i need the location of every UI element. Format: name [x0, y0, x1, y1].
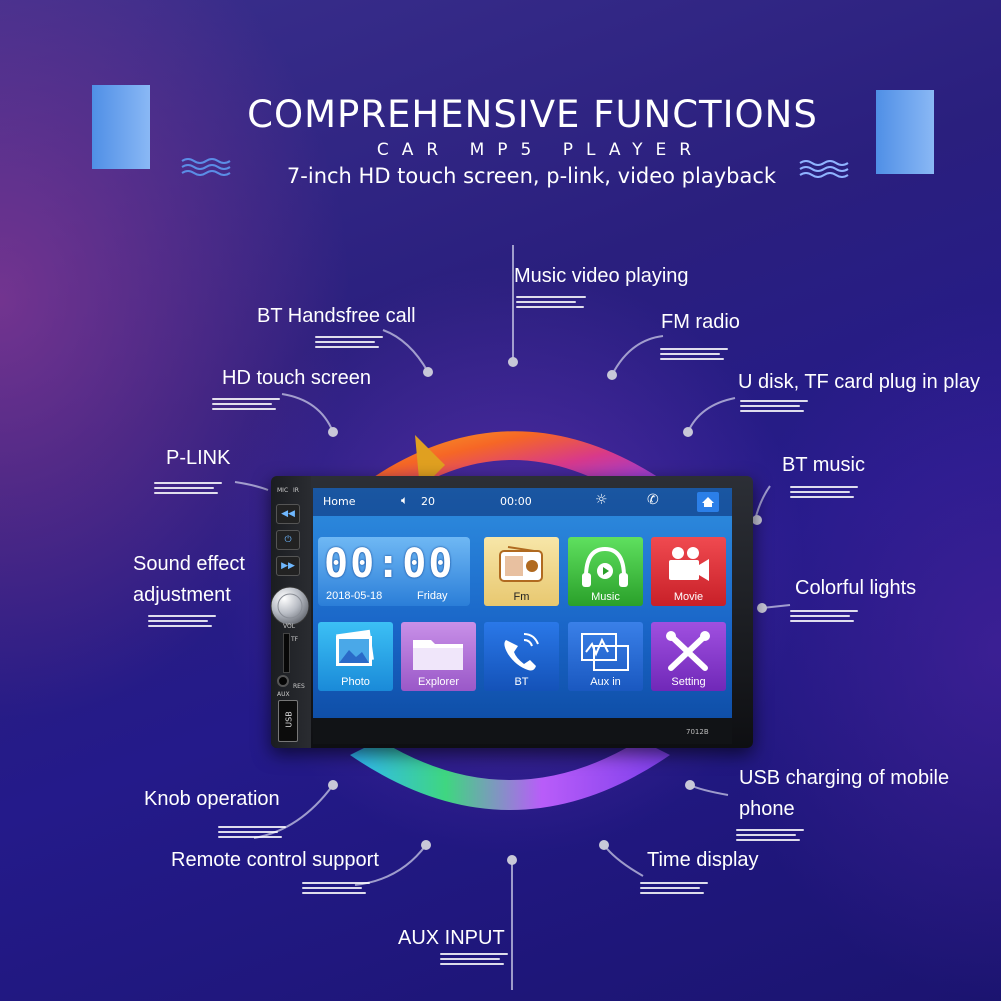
home-icon[interactable] — [697, 492, 719, 512]
aux-label: AUX — [277, 691, 290, 698]
feature-bt-music: BT music — [782, 454, 865, 476]
tf-slot[interactable] — [283, 633, 290, 673]
status-time: 00:00 — [500, 495, 532, 508]
feature-sound-effect-line2: adjustment — [133, 584, 231, 606]
feature-bt-music-detail — [790, 486, 858, 498]
camera-icon — [669, 547, 709, 581]
radio-icon — [499, 546, 543, 582]
headphones-icon — [582, 546, 628, 587]
left-wave-icon — [181, 158, 231, 176]
tile-bt[interactable]: BT — [484, 622, 559, 691]
bt-phone-icon — [504, 633, 539, 671]
feature-plink: P-LINK — [166, 447, 231, 469]
tile-movie-label: Movie — [673, 591, 704, 603]
mic-label: MIC — [277, 487, 289, 494]
tile-photo[interactable]: Photo — [318, 622, 393, 691]
tile-movie[interactable]: Movie — [651, 537, 726, 606]
feature-aux-input-detail — [440, 953, 508, 965]
clock-time: 00:00 — [324, 541, 455, 587]
feature-knob-detail — [218, 826, 286, 838]
page-title: COMPREHENSIVE FUNCTIONS — [247, 93, 818, 136]
feature-usb-charging-line1: USB charging of mobile — [739, 767, 950, 789]
left-deco-block — [92, 85, 150, 169]
right-wave-icon — [799, 160, 849, 178]
tile-music[interactable]: Music — [568, 537, 643, 606]
usb-label: USB — [284, 711, 294, 728]
feature-fm-radio-detail — [660, 348, 728, 360]
right-deco-block — [876, 90, 934, 174]
volume-knob-icon[interactable] — [269, 585, 311, 627]
page-subtitle: CAR MP5 PLAYER — [376, 140, 705, 160]
wrench-icon — [666, 631, 710, 671]
tile-photo-label: Photo — [341, 676, 370, 688]
tile-fm[interactable]: Fm — [484, 537, 559, 606]
feature-usb-charging-line2: phone — [739, 798, 795, 820]
feature-remote-detail — [302, 882, 370, 894]
feature-usb-charging-detail — [736, 829, 804, 841]
feature-udisk: U disk, TF card plug in play — [738, 371, 980, 393]
feature-music-video: Music video playing — [514, 265, 689, 287]
screen-bezel-bottom — [313, 718, 732, 744]
tile-explorer-label: Explorer — [418, 676, 459, 688]
feature-hd-touch-detail — [212, 398, 280, 410]
model-number: 7012B — [686, 728, 709, 736]
tile-explorer[interactable]: Explorer — [401, 622, 476, 691]
prev-track-button[interactable]: ◀◀ — [276, 504, 300, 524]
feature-colorful-lights: Colorful lights — [795, 577, 917, 599]
feature-hd-touch: HD touch screen — [222, 367, 371, 389]
volume-icon: 🔈︎ — [401, 493, 409, 507]
usb-port[interactable]: USB — [278, 700, 298, 742]
clock-day: Friday — [417, 590, 448, 602]
feature-knob: Knob operation — [144, 788, 280, 810]
phone-icon[interactable]: ✆ — [647, 492, 659, 508]
tile-setting[interactable]: Setting — [651, 622, 726, 691]
volume-level: 20 — [421, 495, 435, 508]
feature-plink-detail — [154, 482, 222, 494]
vol-label: VOL — [283, 623, 296, 630]
tile-fm-label: Fm — [513, 591, 530, 603]
aux-jack[interactable] — [277, 675, 289, 687]
photo-icon — [336, 629, 374, 666]
feature-fm-radio: FM radio — [661, 311, 740, 333]
tile-aux-in[interactable]: Aux in — [568, 622, 643, 691]
aux-icon — [581, 633, 629, 671]
status-bar: Home 🔈︎ 20 00:00 ☼ ✆ — [313, 488, 732, 516]
next-track-button[interactable]: ▶▶ — [276, 556, 300, 576]
home-label[interactable]: Home — [323, 495, 356, 508]
feature-sound-effect-line1: Sound effect — [133, 553, 245, 575]
tf-label: TF — [291, 636, 299, 643]
feature-remote: Remote control support — [171, 849, 379, 871]
clock-date: 2018-05-18 — [326, 590, 383, 602]
page-tagline: 7-inch HD touch screen, p-link, video pl… — [286, 164, 777, 188]
feature-time-display: Time display — [647, 849, 759, 871]
feature-sound-effect-detail — [148, 615, 216, 627]
res-label: RES — [293, 683, 305, 690]
power-mode-button[interactable]: ⏻ — [276, 530, 300, 550]
tile-bt-label: BT — [514, 676, 529, 688]
ir-label: IR — [293, 487, 299, 494]
feature-aux-input: AUX INPUT — [398, 927, 505, 949]
tile-aux-in-label: Aux in — [590, 676, 621, 688]
feature-music-video-detail — [516, 296, 586, 308]
feature-bt-handsfree-detail — [315, 336, 383, 348]
feature-time-display-detail — [640, 882, 708, 894]
tile-setting-label: Setting — [671, 676, 706, 688]
feature-udisk-detail — [740, 400, 808, 412]
feature-bt-handsfree: BT Handsfree call — [257, 305, 416, 327]
feature-colorful-lights-detail — [790, 610, 858, 622]
brightness-icon[interactable]: ☼ — [595, 492, 608, 508]
tile-music-label: Music — [591, 591, 620, 603]
clock-widget[interactable]: 00:00 2018-05-18 Friday — [318, 537, 470, 606]
folder-icon — [413, 640, 463, 670]
